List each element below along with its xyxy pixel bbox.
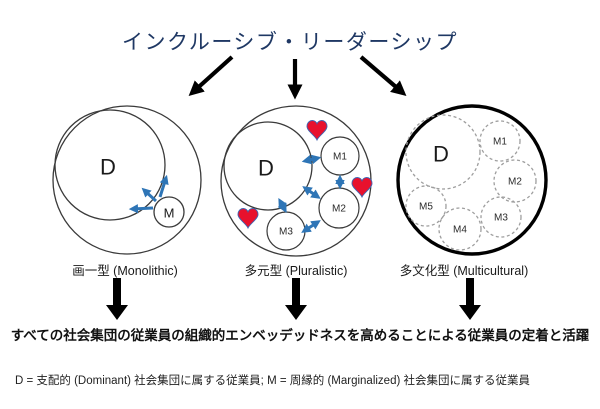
multicultural-m1-circle	[479, 120, 521, 162]
title-branch-arrows	[188, 55, 407, 100]
multicultural-m5-circle	[405, 185, 447, 227]
double-arrow-icon	[302, 186, 321, 199]
arrow-to-monolithic-icon	[188, 55, 234, 97]
pluralistic-m1-label: M1	[333, 152, 347, 163]
multicultural-m2-label: M2	[508, 177, 522, 188]
monolithic-d-label: D	[100, 155, 116, 180]
hearts	[237, 120, 373, 230]
outcome-text: すべての社会集団の従業員の組織的エンベッデッドネスを高めることによる従業員の定着…	[10, 328, 590, 343]
heart-icon	[306, 120, 328, 142]
assimilation-arrow-icon	[141, 187, 158, 203]
heart-icon	[237, 208, 259, 230]
double-arrow-icon	[301, 154, 322, 165]
down-arrow-icon	[285, 278, 307, 320]
legend-text: D = 支配的 (Dominant) 社会集団に属する従業員; M = 周縁的 …	[15, 375, 530, 387]
multicultural-m5-label: M5	[419, 202, 433, 213]
assimilation-arrow-icon	[128, 204, 154, 214]
down-arrow-icon	[459, 278, 481, 320]
exchange-arrows	[277, 154, 345, 233]
multicultural-m3-label: M3	[494, 213, 508, 224]
monolithic-marginal-circle	[153, 196, 185, 228]
monolithic-diagram: D M	[52, 105, 202, 255]
arrow-to-multicultural-icon	[359, 55, 407, 96]
multicultural-dominant-circle	[405, 114, 481, 190]
pluralistic-diagram: D M1 M2 M3	[220, 105, 373, 257]
dashed-subgroup-circles	[405, 114, 537, 251]
multicultural-m1-label: M1	[493, 137, 507, 148]
pluralistic-dominant-circle	[223, 121, 313, 211]
multicultural-m4-label: M4	[453, 225, 467, 236]
monolithic-caption: 画一型 (Monolithic)	[72, 264, 178, 278]
double-arrow-icon	[277, 198, 288, 213]
multicultural-m4-circle	[438, 207, 482, 251]
multicultural-m3-circle	[480, 196, 522, 238]
pluralistic-m2-label: M2	[332, 204, 346, 215]
pluralistic-caption: 多元型 (Pluralistic)	[244, 264, 348, 278]
multicultural-d-label: D	[433, 142, 449, 167]
pluralistic-m3-label: M3	[279, 227, 293, 238]
multicultural-m2-circle	[493, 159, 537, 203]
multicultural-caption: 多文化型 (Multicultural)	[399, 264, 529, 278]
outcome-arrows	[106, 278, 481, 320]
page-title: インクルーシブ・リーダーシップ	[121, 31, 459, 54]
pluralistic-d-label: D	[258, 156, 274, 181]
multicultural-diagram: D M1 M2 M3 M4 M5	[396, 104, 548, 256]
multicultural-outer-circle	[396, 104, 548, 256]
down-arrow-icon	[106, 278, 128, 320]
assimilation-arrow-icon	[158, 174, 169, 198]
monolithic-m-label: M	[164, 206, 175, 221]
heart-icon	[351, 177, 373, 199]
monolithic-outer-circle	[52, 105, 202, 255]
double-arrow-icon	[301, 220, 321, 233]
monolithic-dominant-circle	[54, 109, 166, 221]
